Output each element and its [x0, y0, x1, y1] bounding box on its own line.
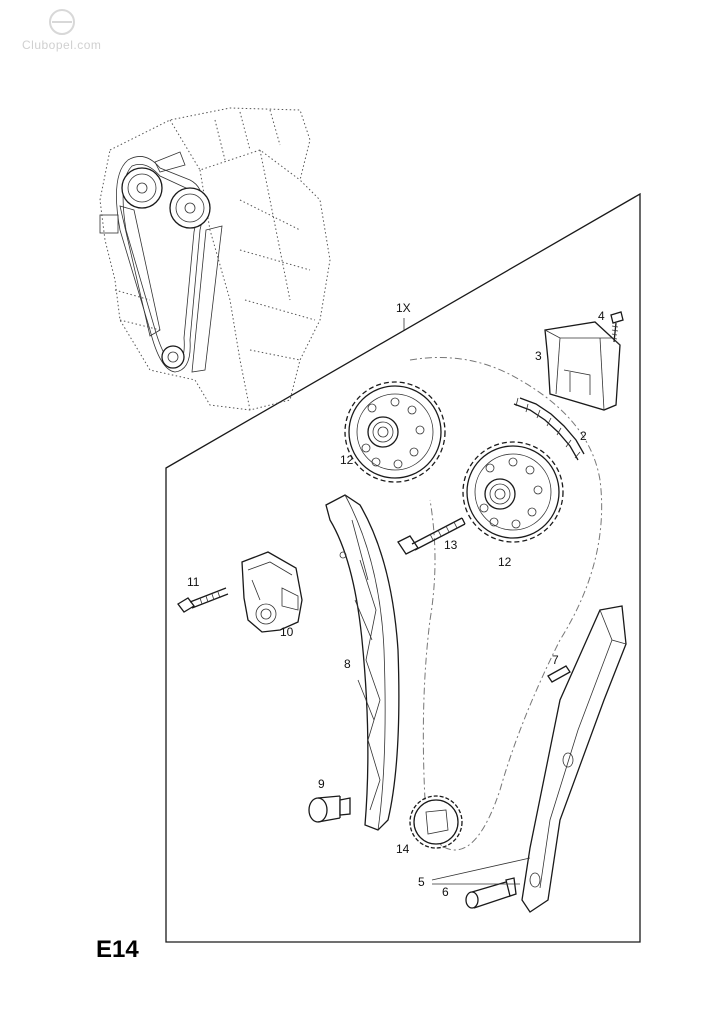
part-11-bolt [177, 587, 229, 613]
parts-frame [165, 192, 641, 943]
label-part-14: 14 [396, 842, 410, 856]
part-guide-rail-right [521, 605, 627, 913]
label-part-6: 6 [442, 885, 449, 899]
part-13-bolt [397, 517, 466, 555]
label-part-5: 5 [418, 875, 425, 889]
label-part-2: 2 [580, 429, 587, 443]
part-12-upper-sprocket [344, 381, 446, 483]
label-assembly: 1X [396, 301, 411, 315]
label-part-3: 3 [535, 349, 542, 363]
part-12-lower-sprocket [462, 441, 564, 543]
part-10-tensioner [241, 551, 303, 633]
label-part-10: 10 [280, 625, 294, 639]
label-part-12-lower: 12 [498, 555, 512, 569]
engine-block-illustration [99, 107, 331, 411]
part-6-bolt [465, 877, 517, 909]
label-part-11: 11 [187, 575, 200, 589]
part-3-guide-cover [544, 321, 621, 411]
label-part-9: 9 [318, 777, 325, 791]
chain-path [409, 357, 603, 851]
part-2-chain-segment [513, 397, 585, 461]
page-code: E14 [96, 936, 139, 963]
part-8-tensioner-rail [325, 494, 400, 831]
part-9-pin [308, 795, 351, 823]
part-7-dowel [547, 665, 571, 683]
label-part-8: 8 [344, 657, 351, 671]
part-4-bolt [610, 311, 624, 343]
label-part-7: 7 [552, 653, 559, 667]
watermark-text: Clubopel.com [22, 38, 102, 52]
leader-5 [431, 857, 531, 885]
label-part-4: 4 [598, 309, 605, 323]
label-part-12-upper: 12 [340, 453, 354, 467]
part-14-crank-sprocket [409, 795, 463, 849]
label-part-13: 13 [444, 538, 458, 552]
watermark-logo-icon [49, 9, 75, 35]
